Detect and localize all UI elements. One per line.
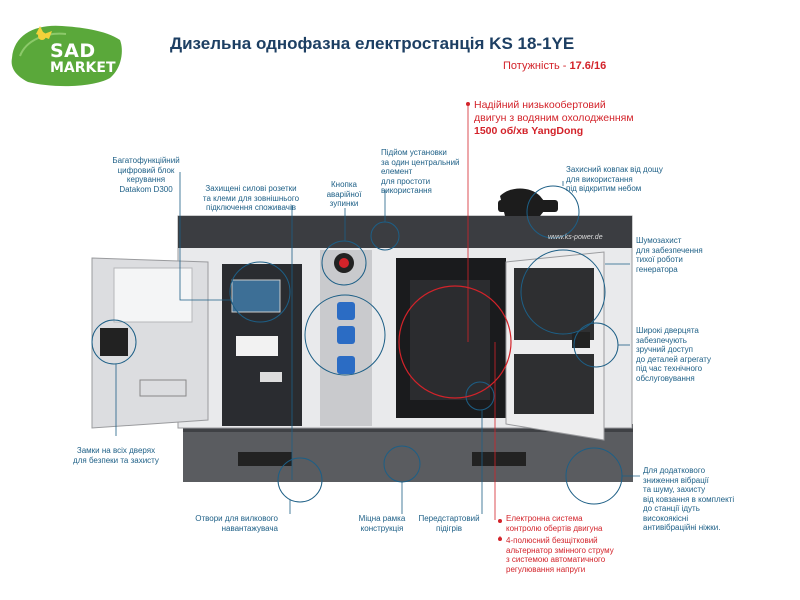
fork-slot-right <box>472 452 526 466</box>
leader-lines <box>115 172 640 514</box>
socket-1 <box>337 302 355 320</box>
title-prefix: Дизельна однофазна електростанція <box>170 34 485 53</box>
controller-display <box>231 279 281 313</box>
enclosure-top-band <box>178 216 632 248</box>
red-dots <box>466 102 502 541</box>
logo-leaf-icon <box>11 25 122 87</box>
logo-text-sad: SAD <box>50 40 96 62</box>
brand-url: www.ks-power.de <box>548 234 603 241</box>
power-label: Потужність - <box>503 60 567 72</box>
sad-market-logo: SAD MARKET <box>6 20 126 90</box>
socket-3 <box>337 356 355 374</box>
power-value: 17.6/16 <box>569 60 607 72</box>
soundproof-foam-top <box>514 268 594 340</box>
engine-highlight-circle <box>398 285 512 399</box>
socket-2 <box>337 326 355 344</box>
highlight-circles <box>91 185 623 505</box>
door-lock <box>100 328 128 356</box>
logo-text-market: MARKET <box>50 60 116 76</box>
title-model: KS 18-1YE <box>489 34 575 53</box>
fork-slot-left <box>238 452 292 466</box>
page-title: Дизельна однофазна електростанція KS 18-… <box>170 34 574 54</box>
power-subtitle: Потужність - 17.6/16 <box>503 60 606 72</box>
soundproof-foam-bottom <box>514 354 594 414</box>
